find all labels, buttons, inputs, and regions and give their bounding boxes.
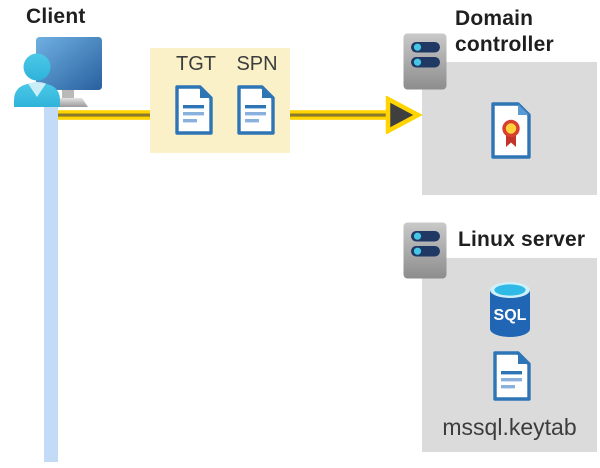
spn-document-icon xyxy=(237,85,275,135)
keytab-label: mssql.keytab xyxy=(442,414,577,440)
tgt-document-icon xyxy=(175,85,213,135)
sql-database-icon: SQL xyxy=(490,282,530,337)
person-icon xyxy=(14,53,60,107)
linux-server-icon xyxy=(403,222,447,279)
client-label: Client xyxy=(26,5,86,28)
client-workstation-icon xyxy=(14,37,102,107)
linux-server-label: Linux server xyxy=(458,228,586,251)
sql-label: SQL xyxy=(494,307,527,324)
spn-label: SPN xyxy=(236,53,278,75)
domain-controller-label: Domain controller xyxy=(455,7,554,56)
domain-controller-server-icon xyxy=(403,33,447,90)
keytab-document-icon xyxy=(493,351,531,401)
client-lifeline xyxy=(44,91,58,462)
tgt-label: TGT xyxy=(176,53,216,75)
certificate-icon xyxy=(491,102,531,159)
